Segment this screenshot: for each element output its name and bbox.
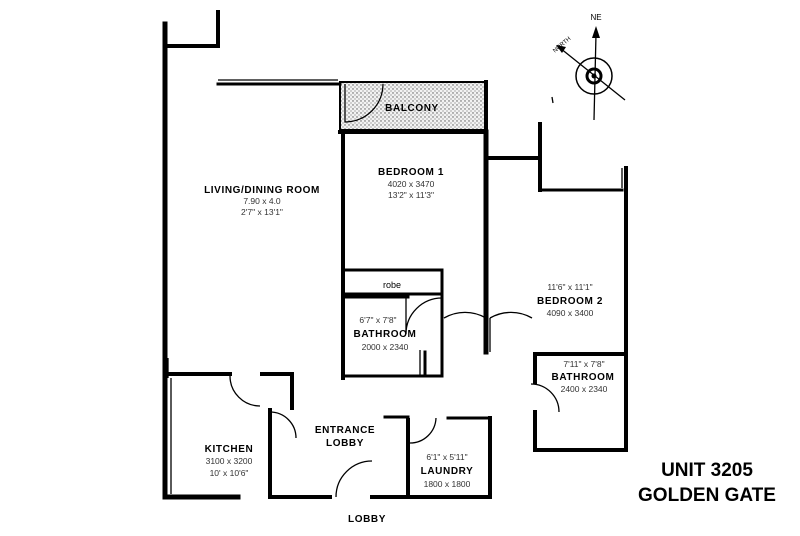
bathroom2-dim-metric: 2400 x 2340 xyxy=(561,384,608,394)
living-room-dim-metric: 7.90 x 4.0 xyxy=(243,196,281,206)
living-room-label: LIVING/DINING ROOM xyxy=(204,185,320,196)
bedroom1-dim-imperial: 13'2" x 11'3" xyxy=(388,190,434,200)
living-room-dim-imperial: 2'7" x 13'1" xyxy=(241,207,283,217)
compass-ne-label: NE xyxy=(590,13,601,22)
balcony-area xyxy=(339,81,486,131)
bathroom2-label: BATHROOM xyxy=(552,372,615,383)
bedroom1-label: BEDROOM 1 xyxy=(378,167,444,178)
walls xyxy=(162,10,628,500)
labels: BALCONY LIVING/DINING ROOM 7.90 x 4.0 2'… xyxy=(204,13,776,525)
compass xyxy=(551,26,626,121)
laundry-label: LAUNDRY xyxy=(421,466,474,477)
laundry-dim-imperial: 6'1" x 5'11" xyxy=(426,452,467,462)
entrance-lobby-label-2: LOBBY xyxy=(326,438,364,449)
kitchen-dim-imperial: 10' x 10'6" xyxy=(210,468,249,478)
entrance-lobby-label-1: ENTRANCE xyxy=(315,425,375,436)
balcony-label: BALCONY xyxy=(385,103,439,114)
unit-number: UNIT 3205 xyxy=(661,460,753,481)
laundry-dim-metric: 1800 x 1800 xyxy=(424,479,471,489)
robe-label: robe xyxy=(383,280,401,290)
bedroom2-dim-imperial: 11'6" x 11'1" xyxy=(547,282,592,292)
bedroom2-dim-metric: 4090 x 3400 xyxy=(547,308,594,318)
bedroom2-label: BEDROOM 2 xyxy=(537,296,603,307)
bathroom1-label: BATHROOM xyxy=(354,329,417,340)
lobby-label: LOBBY xyxy=(348,514,386,525)
bathroom2-dim-imperial: 7'11" x 7'8" xyxy=(563,359,604,369)
unit-building: GOLDEN GATE xyxy=(638,485,776,506)
kitchen-label: KITCHEN xyxy=(205,444,254,455)
bedroom1-dim-metric: 4020 x 3470 xyxy=(388,179,435,189)
bathroom1-dim-imperial: 6'7" x 7'8" xyxy=(359,315,396,325)
fixtures xyxy=(167,79,623,494)
door-swings xyxy=(229,83,560,498)
kitchen-dim-metric: 3100 x 3200 xyxy=(206,456,253,466)
bathroom1-dim-metric: 2000 x 2340 xyxy=(362,342,409,352)
